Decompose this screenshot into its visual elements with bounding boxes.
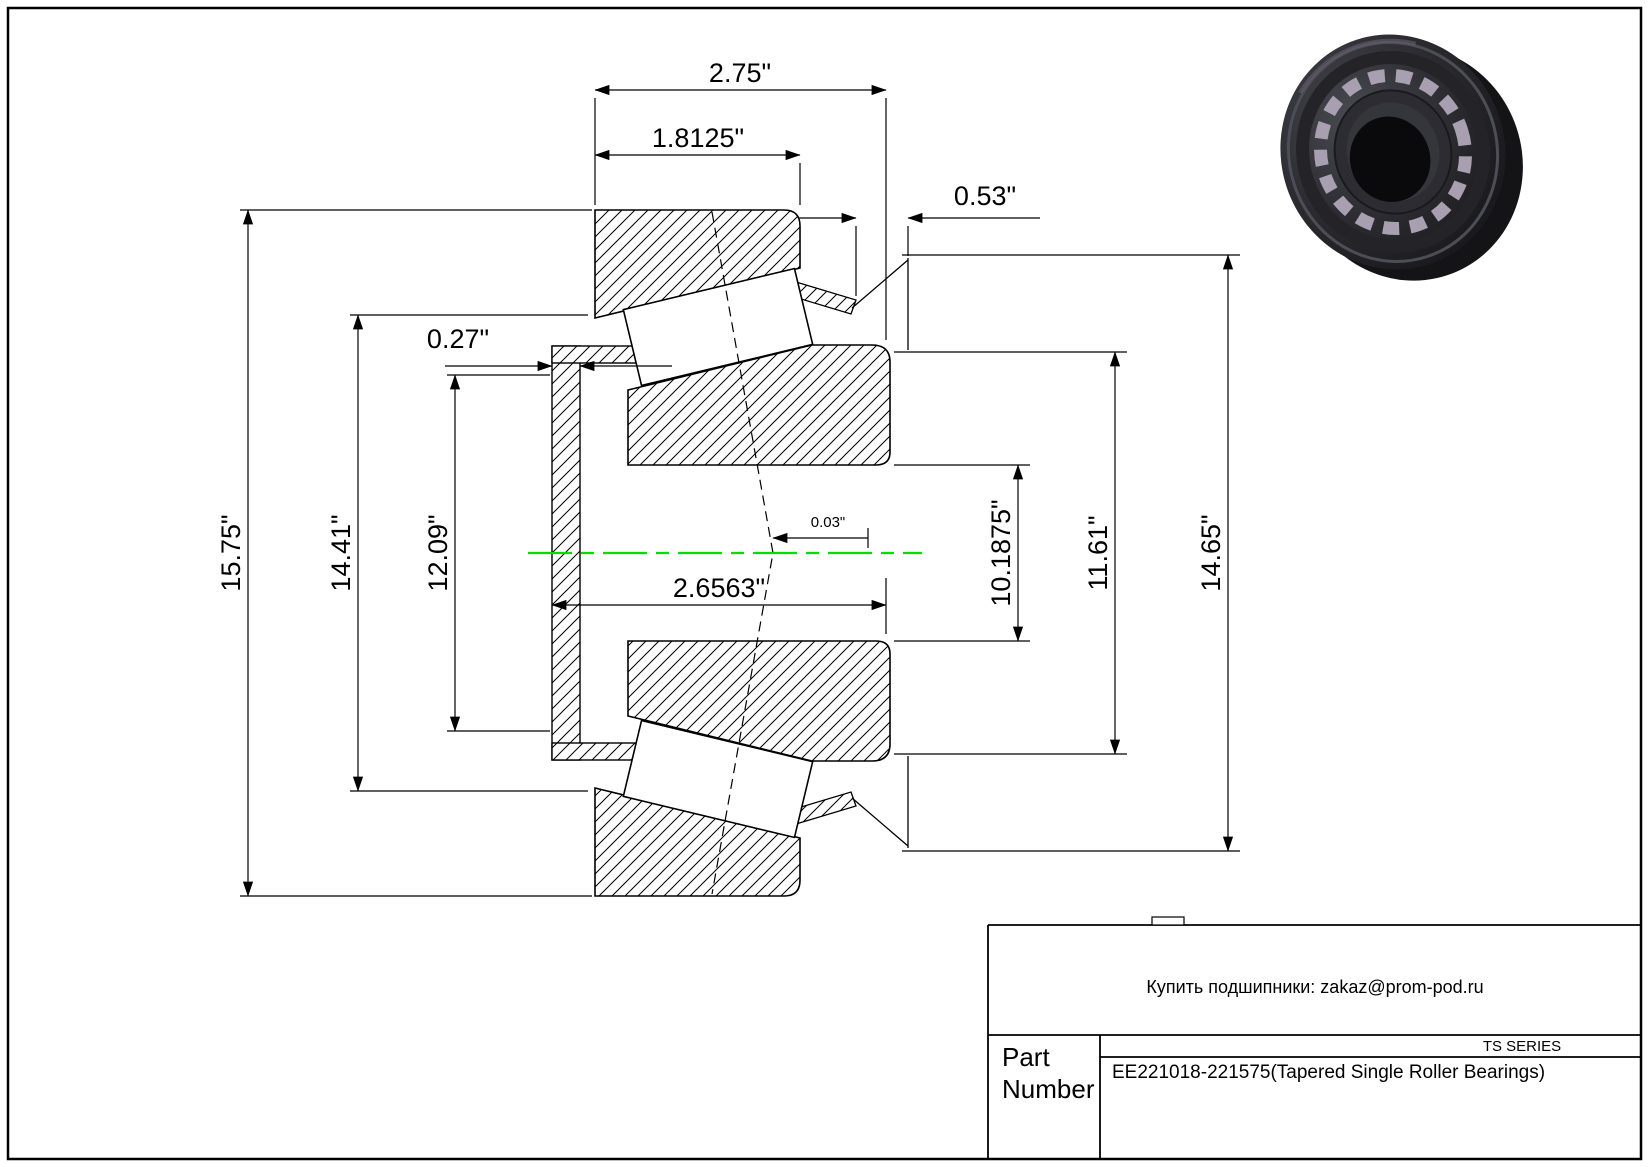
lower-cup-section [594, 786, 801, 897]
dim-cup-width [594, 149, 801, 205]
cage-edges [851, 258, 909, 848]
dim-cone-od [894, 351, 1127, 755]
part-label-line2: Number [1002, 1074, 1095, 1104]
lower-roller [622, 719, 814, 839]
dim-label-inner-flange-diameter: 12.09" [423, 514, 453, 591]
part-label-line1: Part [1002, 1042, 1050, 1072]
dim-label-slinger-width: 0.27" [427, 324, 489, 354]
purchase-note-text: Купить подшипники: zakaz@prom-pod.ru [1146, 977, 1483, 997]
roller-axis-dashed-line [711, 211, 774, 895]
dim-label-cup-od: 14.65" [1196, 514, 1226, 591]
dim-label-apex-offset: 0.03" [811, 514, 846, 531]
page-frame [6, 6, 1643, 1161]
dim-label-bore-diameter: 10.1875" [986, 499, 1016, 606]
dim-label-cone-od: 11.61" [1083, 515, 1113, 590]
upper-cone-section [627, 344, 891, 466]
dim-cone-width [551, 578, 887, 634]
lower-cone-section [627, 640, 891, 762]
title-block [987, 916, 1641, 1159]
dim-outer-diameter [240, 209, 592, 897]
dim-label-top-width: 2.75" [709, 58, 771, 88]
dim-label-right-offset: 0.53" [954, 181, 1016, 211]
dim-cup-od [902, 254, 1240, 852]
dim-label-cone-width: 2.6563" [673, 573, 765, 603]
bearing-cross-section [551, 209, 909, 897]
dim-bore-diameter [894, 464, 1030, 642]
dim-flange-diameter [350, 314, 588, 792]
upper-roller [622, 267, 814, 387]
series-label: TS SERIES [1483, 1038, 1561, 1055]
part-number-value: EE221018-221575(Tapered Single Roller Be… [1112, 1062, 1545, 1083]
dim-label-cup-width: 1.8125" [652, 123, 744, 153]
upper-cup-section [594, 209, 801, 320]
dim-label-flange-diameter: 14.41" [326, 514, 356, 591]
dim-apex-offset [772, 528, 869, 548]
dim-right-offset [798, 212, 1040, 296]
title-block-tab [1151, 916, 1185, 926]
bearing-3d-render [1280, 34, 1523, 281]
dim-inner-flange-diameter [447, 374, 550, 732]
dim-label-outer-diameter: 15.75" [216, 514, 246, 591]
